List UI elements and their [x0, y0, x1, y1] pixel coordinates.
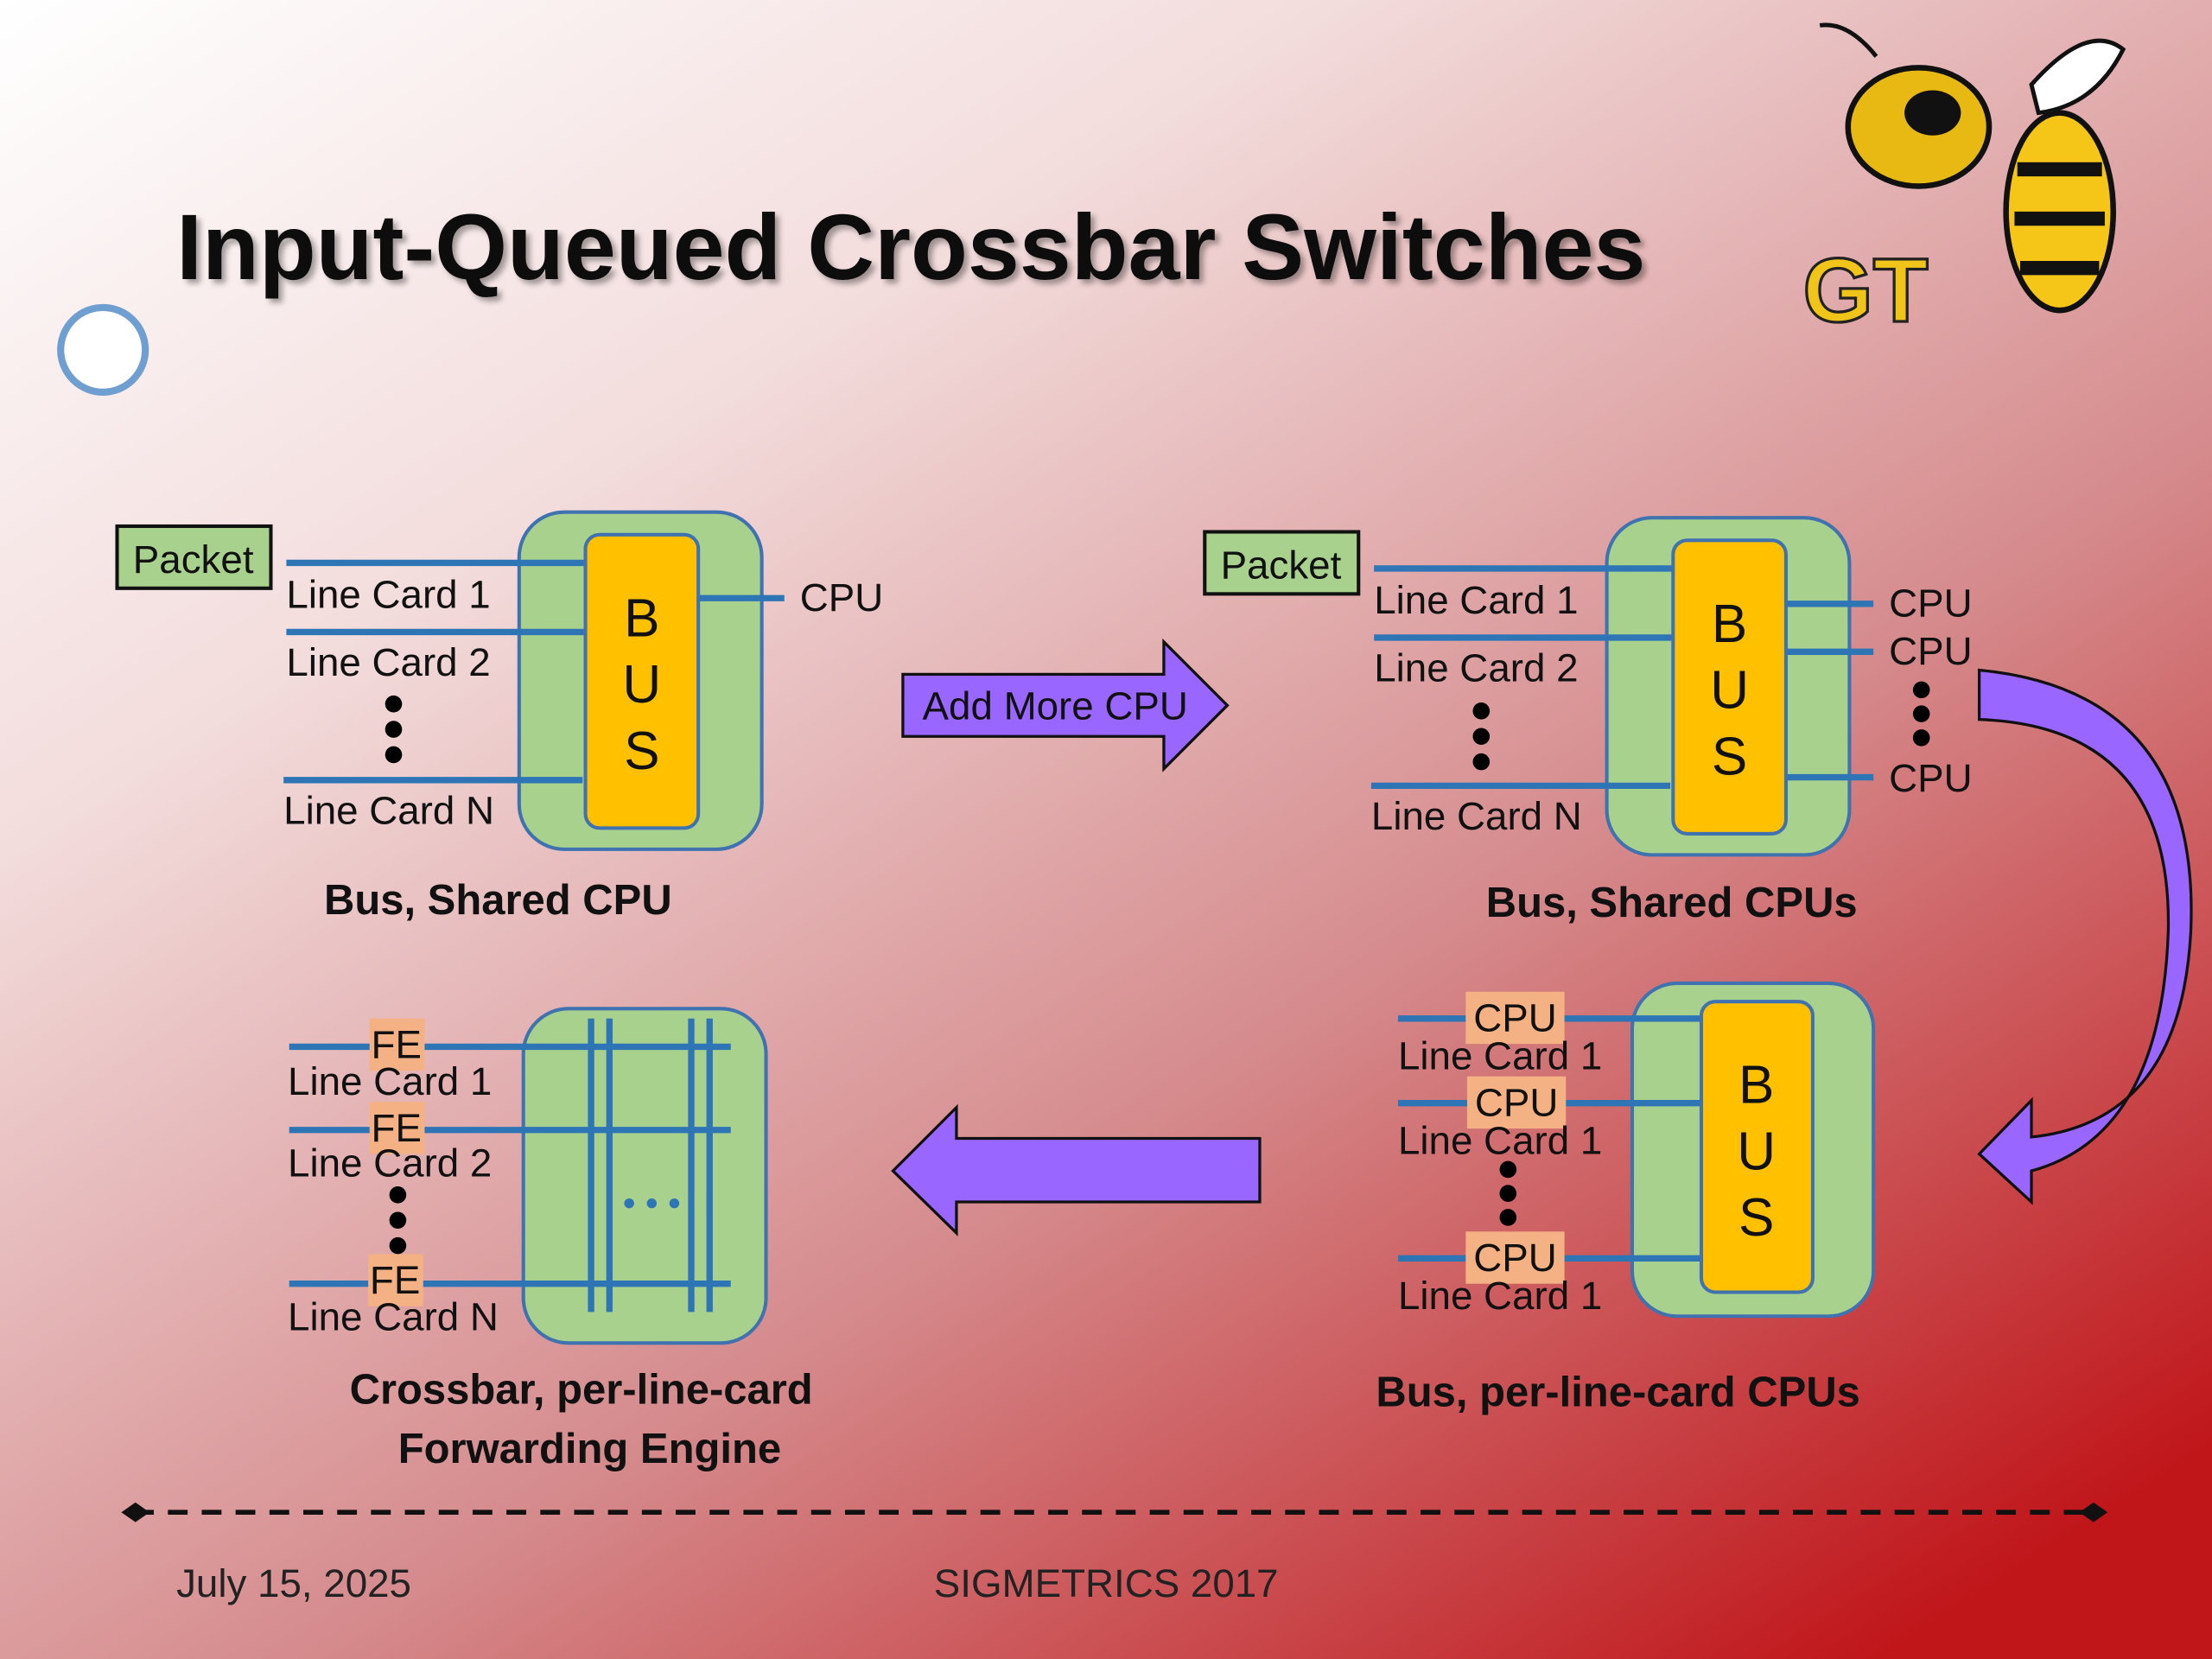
- fe-box: [368, 1254, 423, 1306]
- diagram-caption: Bus, per-line-card CPUs: [1376, 1370, 1860, 1416]
- vertical-ellipsis-icon: [1472, 702, 1491, 771]
- bus-block: [583, 532, 701, 830]
- bus-letter: S: [1738, 1188, 1774, 1248]
- diagram-bus-per-line-card-cpus: B U S CPU CPU CPU Line Card 1 Line Card …: [1376, 981, 1876, 1416]
- fe-box: [369, 1018, 425, 1071]
- cpu-label: CPU: [1473, 995, 1556, 1039]
- vertical-ellipsis-icon: [385, 695, 403, 764]
- diagram-caption: Bus, Shared CPUs: [1486, 880, 1858, 926]
- crossbar-vertical-lines: [588, 1018, 713, 1313]
- bus-letter: U: [622, 655, 661, 715]
- cpu-label: CPU: [1473, 1236, 1556, 1280]
- cpu-label: CPU: [1889, 629, 1972, 673]
- footer-venue: SIGMETRICS 2017: [934, 1561, 1279, 1605]
- bus-letter: U: [1710, 661, 1749, 721]
- footer-date: July 15, 2025: [176, 1561, 411, 1605]
- gt-yellow-jacket-logo: GT: [1802, 22, 2126, 343]
- line-card-label: Line Card 2: [286, 640, 490, 684]
- fe-label: FE: [370, 1258, 420, 1302]
- vertical-ellipsis-icon: [1499, 1160, 1517, 1226]
- bus-letter: S: [624, 721, 659, 781]
- horizontal-ellipsis-icon: [624, 1198, 680, 1209]
- line-card-label: Line Card 1: [1398, 1119, 1602, 1163]
- line-card-label: Line Card 1: [1398, 1034, 1602, 1078]
- line-card-label: Line Card 1: [1398, 1274, 1602, 1318]
- diagram-caption: Bus, Shared CPU: [324, 877, 672, 924]
- cpu-box: [1465, 991, 1565, 1045]
- crossbar-chassis: [521, 1007, 768, 1345]
- arrow-label: Add More CPU: [923, 684, 1188, 728]
- cpu-label: CPU: [1889, 581, 1972, 625]
- line-card-label: Line Card N: [283, 788, 494, 832]
- dashed-double-arrow: [121, 1502, 2108, 1522]
- vertical-ellipsis-icon: [389, 1186, 407, 1255]
- bus-block: [1699, 1000, 1815, 1294]
- diagram-caption: Crossbar, per-line-card: [350, 1366, 813, 1413]
- line-card-label: Line Card 1: [286, 573, 490, 617]
- packet-box: [115, 524, 273, 590]
- line-card-label: Line Card N: [1371, 794, 1582, 838]
- line-card-label: Line Card 1: [1374, 578, 1578, 622]
- line-card-label: Line Card 2: [1374, 646, 1578, 690]
- cpu-label: CPU: [800, 575, 884, 620]
- fe-label: FE: [372, 1106, 422, 1150]
- diagram-bus-shared-cpu: Packet B U S Line Card 1 Line Card 2 Lin…: [115, 510, 884, 924]
- line-card-label: Line Card 2: [288, 1141, 492, 1185]
- packet-label: Packet: [1221, 543, 1342, 587]
- bus-letter: B: [1712, 594, 1747, 654]
- bus-letter: S: [1712, 727, 1747, 786]
- fe-box: [369, 1102, 425, 1154]
- cpu-box: [1465, 1231, 1565, 1284]
- fe-label: FE: [372, 1022, 422, 1066]
- curved-arrow: [1977, 668, 2193, 1205]
- cpu-box: [1466, 1076, 1567, 1129]
- cpu-label: CPU: [1475, 1080, 1558, 1124]
- svg-text:GT: GT: [1803, 240, 1929, 341]
- line-card-label: Line Card N: [288, 1295, 499, 1339]
- vertical-ellipsis-icon: [1912, 681, 1930, 747]
- diagram-crossbar-forwarding-engine: FE FE FE Line Card 1 Line Card 2 Line Ca…: [288, 1007, 813, 1472]
- title-bullet-circle: [57, 303, 149, 396]
- left-arrow: [891, 1103, 1262, 1236]
- diagram-caption: Forwarding Engine: [398, 1426, 781, 1472]
- bus-letter: U: [1737, 1122, 1776, 1181]
- diagram-bus-shared-cpus: Packet B U S Line Card 1 Line Card 2 Lin…: [1203, 516, 1973, 926]
- slide-title: Input-Queued Crossbar Switches: [176, 194, 1645, 299]
- bus-letter: B: [1738, 1056, 1774, 1116]
- line-card-label: Line Card 1: [288, 1059, 492, 1103]
- cpu-label: CPU: [1889, 756, 1972, 800]
- bus-block: [1671, 538, 1788, 836]
- packet-label: Packet: [133, 537, 254, 582]
- packet-box: [1203, 530, 1361, 596]
- add-more-cpu-arrow: Add More CPU: [901, 638, 1230, 772]
- bus-letter: B: [624, 588, 659, 648]
